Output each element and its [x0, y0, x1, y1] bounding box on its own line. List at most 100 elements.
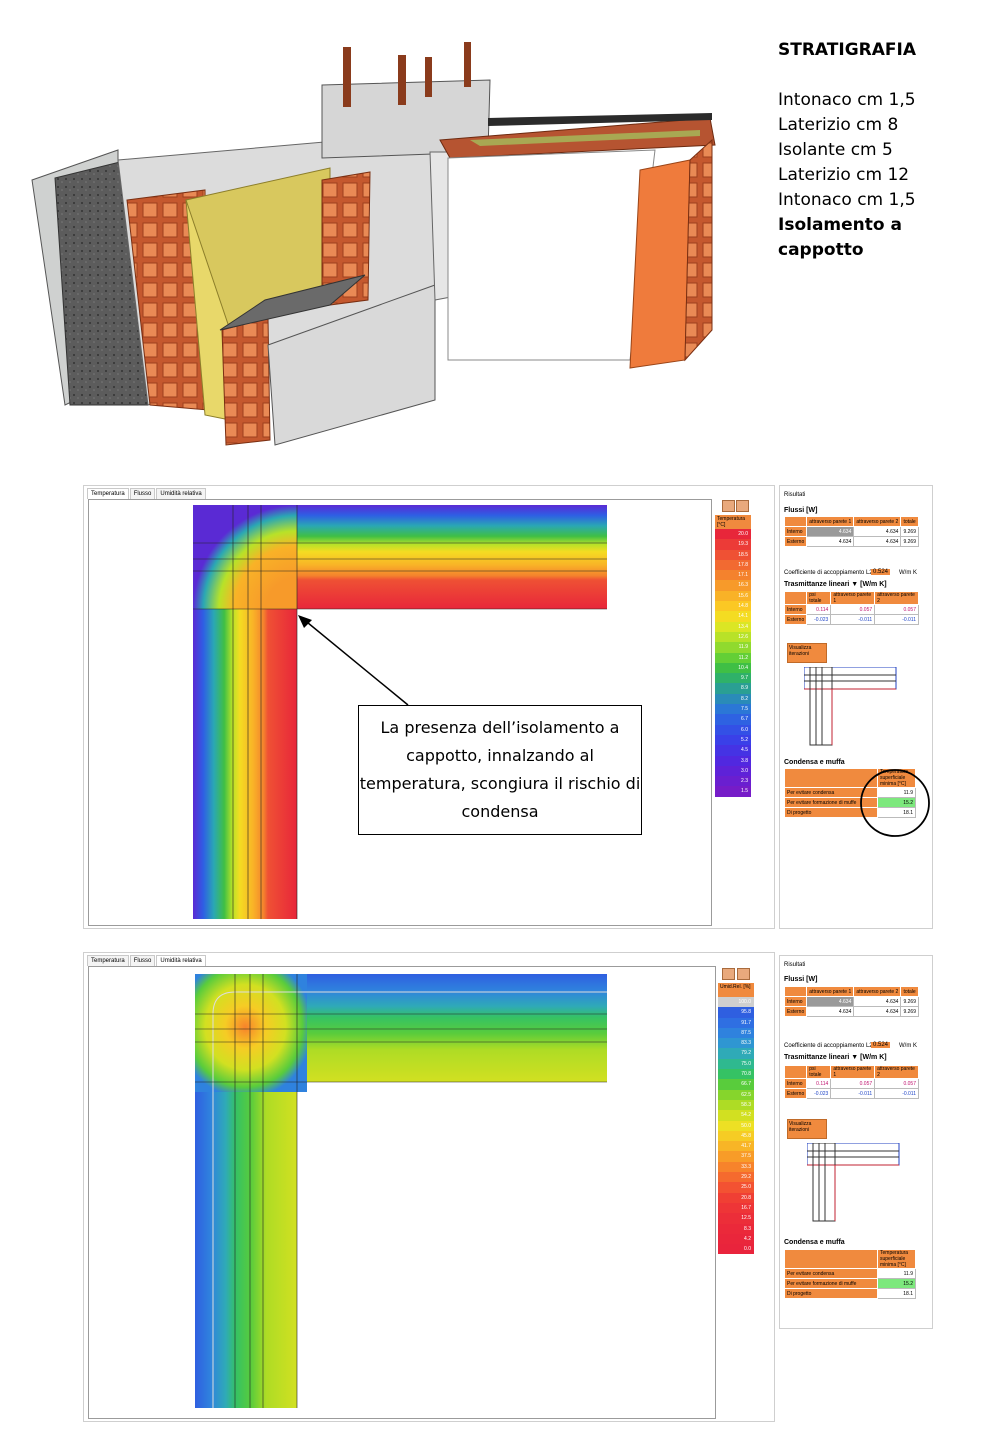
legend-cell: 50.0: [718, 1120, 754, 1131]
legend-cell: 33.3: [718, 1161, 754, 1173]
legend-cell: 58.3: [718, 1099, 754, 1111]
legend-cell: 4.2: [718, 1233, 754, 1245]
zoom-out-button[interactable]: [737, 968, 750, 980]
trasm-h1: psi totale: [806, 591, 832, 605]
cell: -0.023: [806, 1088, 832, 1099]
results-section-1: Risultati Flussi [W] attraverso parete 1…: [779, 485, 931, 927]
condensation-callout: La presenza dell’isolamento a cappotto, …: [358, 705, 642, 835]
layer-highlight: Isolamento a cappotto: [778, 215, 902, 260]
layer-3: Isolante cm 5: [778, 140, 893, 160]
legend-cell: 8.3: [718, 1223, 754, 1234]
layer-5: Intonaco cm 1,5: [778, 190, 916, 210]
cell: 4.634: [853, 526, 902, 537]
coeff-unit: W/m K: [899, 570, 917, 576]
legend-cell: 8.9: [715, 683, 751, 694]
visualizza-iterazioni-button[interactable]: Visualizza iterazioni: [787, 643, 827, 663]
tab-temperatura[interactable]: Temperatura: [87, 488, 129, 499]
legend-cell: 5.2: [715, 734, 751, 746]
legend-cell: 20.8: [718, 1192, 754, 1203]
row-label: Esterno: [783, 1088, 808, 1099]
legend-cell: 1.5: [715, 786, 751, 797]
cell: 9.269: [900, 526, 919, 537]
cell: 9.269: [900, 1006, 919, 1017]
legend-cell: 54.2: [718, 1110, 754, 1121]
cell: 11.9: [877, 1268, 916, 1279]
legend-cell: 8.2: [715, 693, 751, 705]
condensa-title: Condensa e muffa: [784, 759, 845, 766]
tab-flusso[interactable]: Flusso: [129, 488, 156, 499]
condensa-header: Temperatura superficiale minima [°C]: [877, 768, 916, 788]
results-section-2: Risultati Flussi [W] attraverso parete 1…: [779, 955, 931, 1327]
cell: 0.114: [806, 604, 832, 615]
zoom-in-button[interactable]: [722, 968, 735, 980]
tab-temperatura[interactable]: Temperatura: [87, 955, 129, 966]
cell[interactable]: 4.634: [806, 526, 855, 537]
legend-cell: 9.7: [715, 673, 751, 684]
cell: -0.011: [874, 1088, 919, 1099]
legend-cell: 0.0: [718, 1244, 754, 1255]
legend-cell: 19.3: [715, 539, 751, 550]
legend-cell: 4.5: [715, 745, 751, 756]
cell: 0.057: [830, 604, 876, 615]
flussi-title: Flussi [W]: [784, 507, 818, 514]
legend-cell: 29.2: [718, 1172, 754, 1183]
legend-cell: 2.3: [715, 776, 751, 787]
cell: -0.011: [874, 614, 919, 625]
flussi-h2: attraverso parete 2: [853, 516, 902, 527]
cell: 0.057: [874, 1078, 919, 1089]
coeff-unit: W/m K: [899, 1043, 917, 1049]
legend-cell: 7.5: [715, 704, 751, 715]
cell: 18.1: [877, 1288, 916, 1299]
row-label: Interno: [783, 1078, 808, 1089]
condensa-header: Temperatura superficiale minima [°C]: [877, 1249, 916, 1269]
results-title: Risultati: [784, 492, 806, 498]
cell: 9.269: [900, 996, 919, 1007]
zoom-out-button[interactable]: [736, 500, 749, 512]
tab-umidita[interactable]: Umidità relativa: [156, 488, 206, 499]
legend-cell: 3.0: [715, 765, 751, 777]
cell[interactable]: 4.634: [806, 996, 855, 1007]
row-label: Di progetto: [784, 1288, 878, 1299]
legend-cell: 95.8: [718, 1007, 754, 1018]
flussi-h3: totale: [900, 986, 919, 997]
legend-cell: 13.4: [715, 621, 751, 632]
tab-flusso[interactable]: Flusso: [129, 955, 156, 966]
legend-cell: 18.5: [715, 549, 751, 560]
trasm-h2: attraverso parete 1: [830, 1065, 876, 1079]
condensa-table: Temperatura superficiale minima [°C] Per…: [784, 768, 916, 818]
cell: -0.011: [830, 1088, 876, 1099]
condensa-table: Temperatura superficiale minima [°C] Per…: [784, 1249, 916, 1299]
visualizza-iterazioni-button[interactable]: Visualizza iterazioni: [787, 1119, 827, 1139]
cell: 4.634: [853, 996, 902, 1007]
zoom-in-button[interactable]: [722, 500, 735, 512]
flussi-h1: attraverso parete 1: [806, 986, 855, 997]
mini-geometry-diagram: [807, 1143, 900, 1222]
coeff-value: 0.524: [871, 569, 891, 575]
cell: 0.057: [830, 1078, 876, 1089]
table-row: Esterno-0.023-0.011-0.011: [783, 614, 919, 625]
cell: 18.1: [877, 807, 916, 818]
cell: 9.269: [900, 536, 919, 547]
highlight-circle: [860, 769, 930, 837]
row-label: Esterno: [783, 614, 808, 625]
tab-umidita[interactable]: Umidità relativa: [156, 955, 206, 966]
legend-cell: 12.5: [718, 1213, 754, 1224]
legend-header: Temperatura [°C]: [715, 515, 751, 529]
table-row: Esterno-0.023-0.011-0.011: [783, 1088, 919, 1099]
legend-cell: 75.0: [718, 1058, 754, 1070]
row-label: Per evitare formazione di muffe: [784, 1278, 878, 1289]
mini-geometry-diagram: [804, 667, 897, 746]
legend-cell: 17.1: [715, 570, 751, 581]
